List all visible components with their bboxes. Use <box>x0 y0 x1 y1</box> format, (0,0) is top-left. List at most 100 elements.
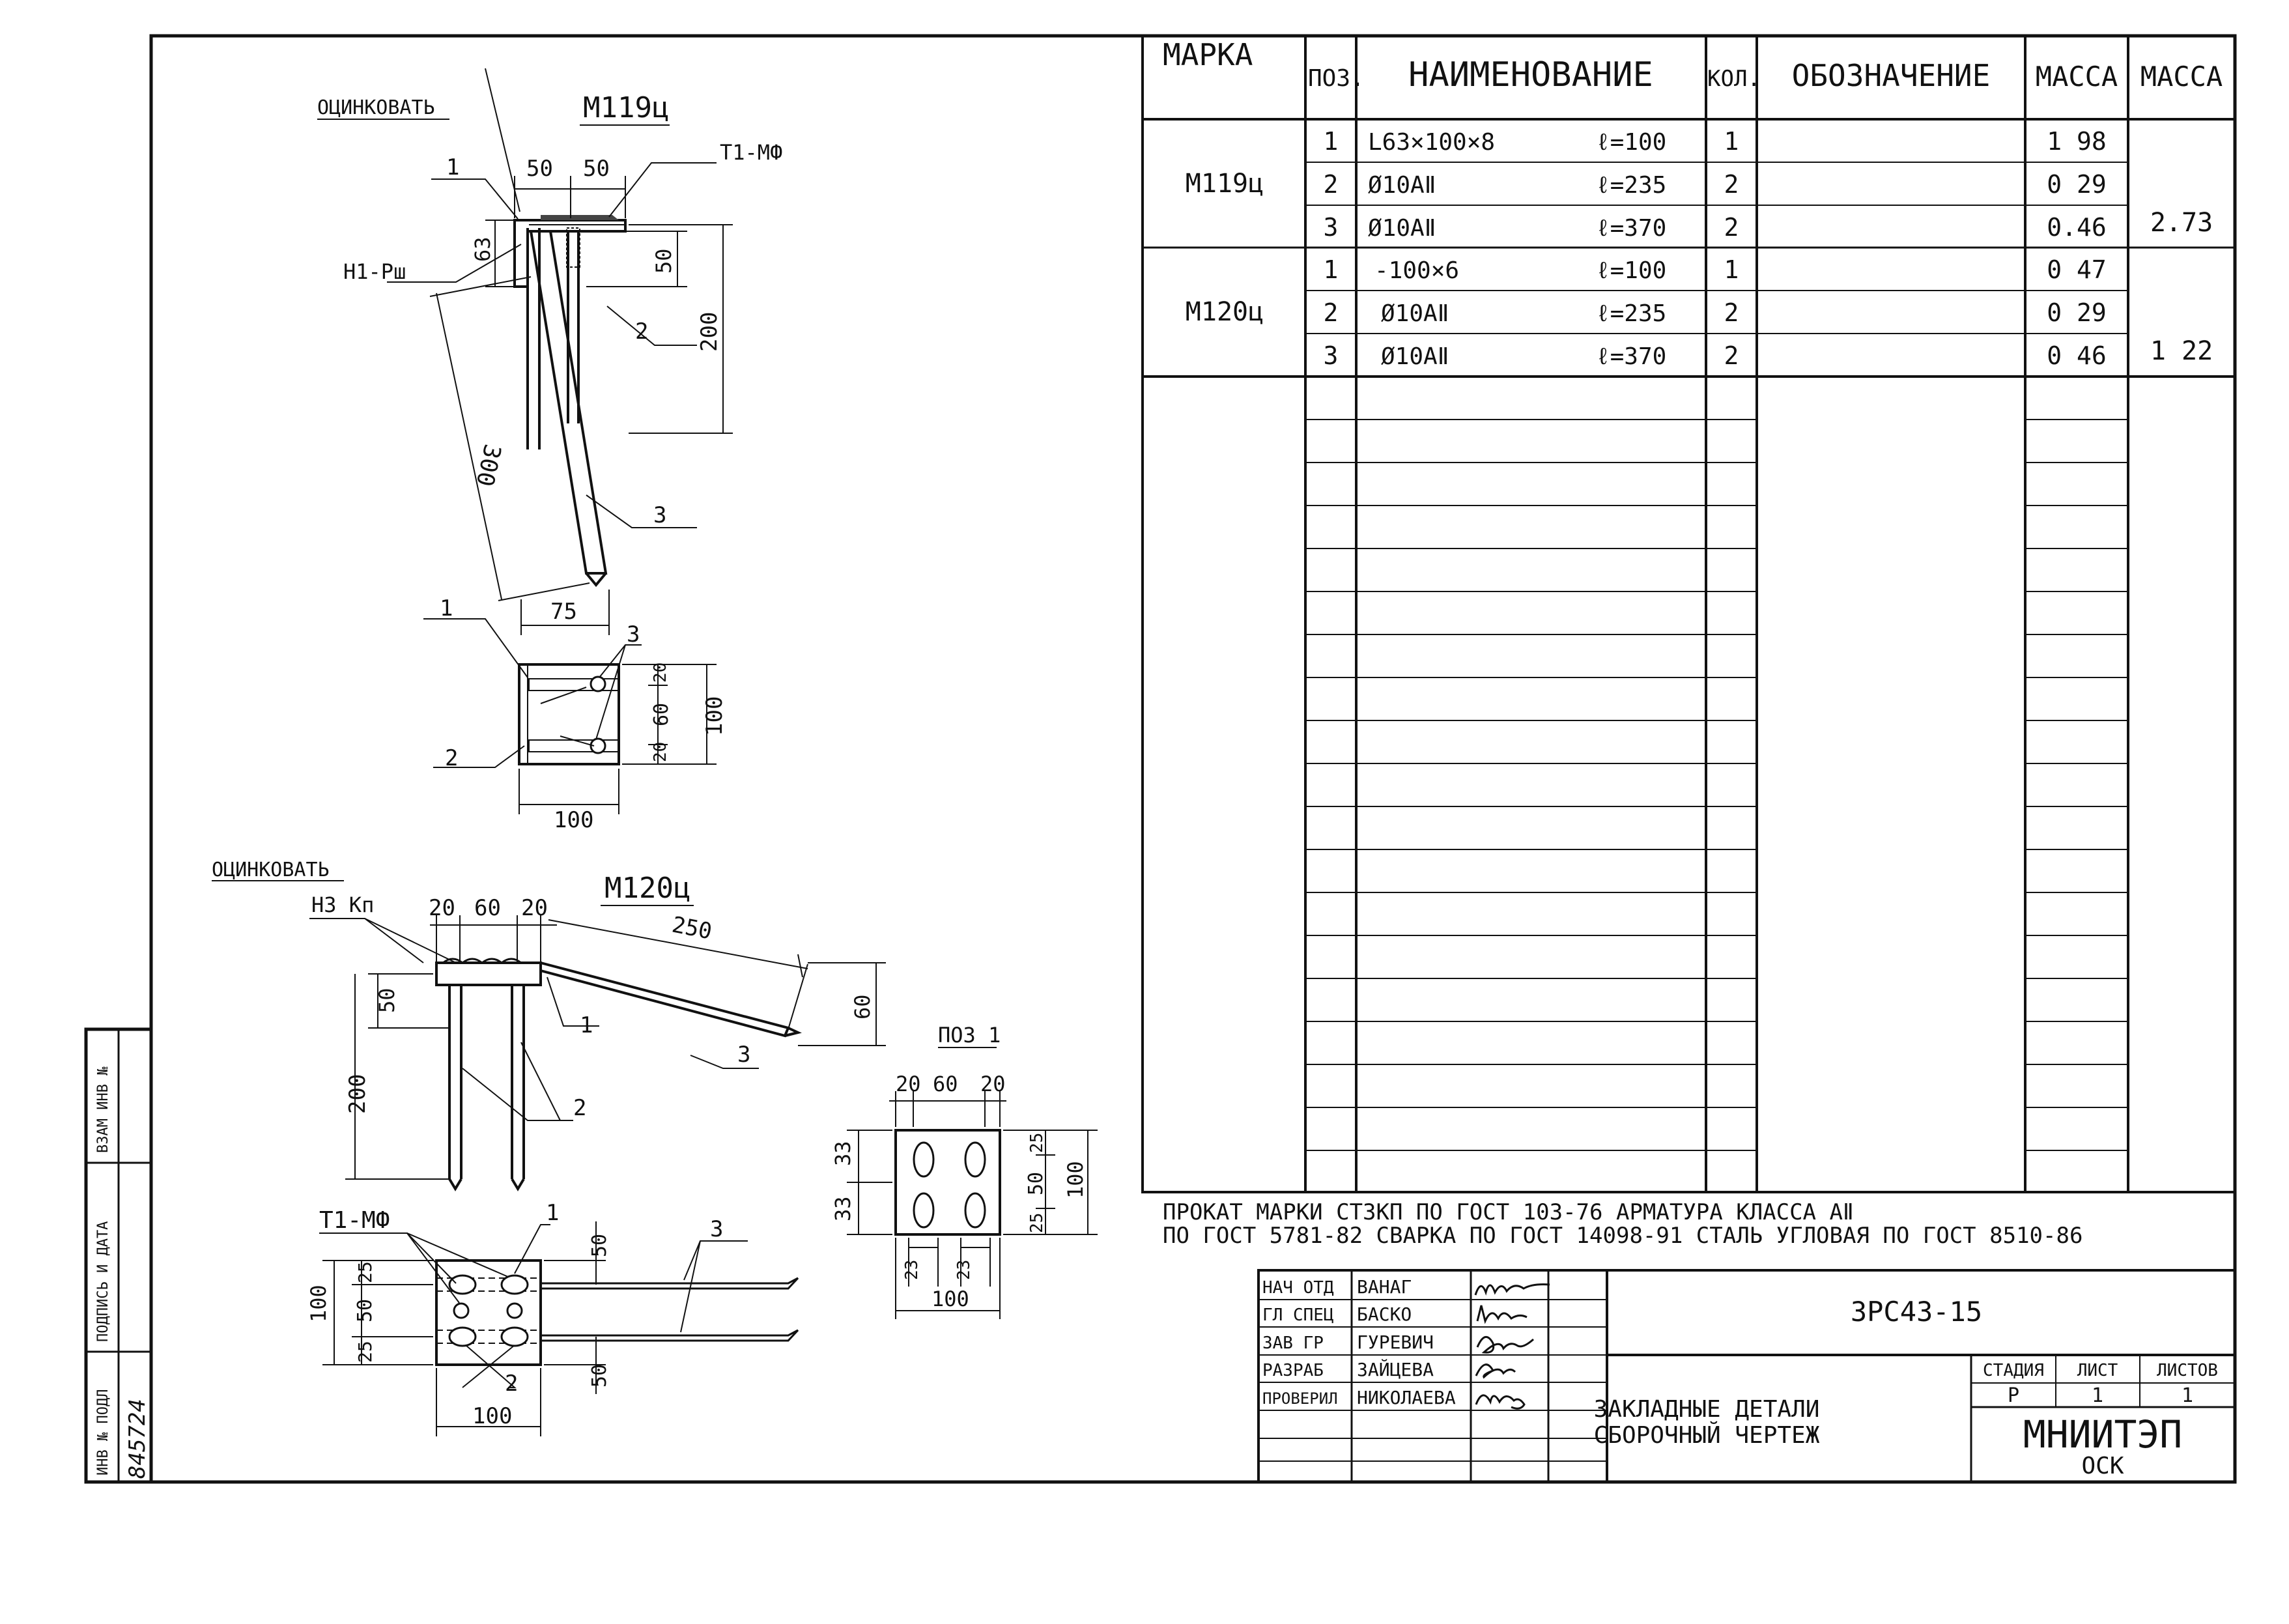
dim-50-mid: 50 <box>354 1299 377 1322</box>
spec-group-m119: М119ц 2.73 1 L63×100×8 ℓ=100 1 1 98 2 Ø1… <box>1186 127 2213 242</box>
dim-60: 60 <box>933 1072 958 1096</box>
sheet-label: ЛИСТ <box>2077 1361 2118 1380</box>
name-cell: Ø10АⅡ <box>1381 300 1449 327</box>
poz-cell: 2 <box>1324 170 1339 199</box>
dim-60: 60 <box>474 895 501 921</box>
sheet-frame <box>84 34 2237 1484</box>
stage-label: СТАДИЯ <box>1983 1361 2044 1380</box>
dim-20-b: 20 <box>521 895 548 921</box>
header-marka: МАРКА <box>1163 37 1253 72</box>
poz-cell: 2 <box>1324 298 1339 327</box>
pos-1-plan: 1 <box>440 595 453 621</box>
pos-2: 2 <box>573 1095 586 1121</box>
dim-50-vertical: 50 <box>651 248 676 274</box>
name-cell: Ø10АⅡ <box>1368 215 1436 242</box>
length-cell: ℓ=100 <box>1596 257 1666 284</box>
header-poz: ПОЗ. <box>1308 65 1365 92</box>
mass-cell: 1 98 <box>2047 127 2107 156</box>
note-line-2: ПО ГОСТ 5781-82 СВАРКА ПО ГОСТ 14098-91 … <box>1163 1223 2083 1249</box>
signatures <box>1474 1283 1550 1410</box>
dim-33-top: 33 <box>831 1141 855 1166</box>
spec-group-m120: М120ц 1 22 1 -100×6 ℓ=100 1 0 47 2 Ø10АⅡ… <box>1186 255 2213 370</box>
mass-cell: 0 46 <box>2047 341 2107 370</box>
name-cell: L63×100×8 <box>1368 129 1495 156</box>
dim-20-top: 20 <box>651 662 670 683</box>
length-cell: ℓ=235 <box>1596 300 1666 327</box>
marka-cell: М120ц <box>1186 297 1264 327</box>
side-inv-number: 845724 <box>124 1399 150 1479</box>
pos-3-plan: 3 <box>710 1216 723 1242</box>
dim-200: 200 <box>696 312 722 352</box>
dim-100-left: 100 <box>306 1285 331 1322</box>
dim-100-vertical: 100 <box>702 696 728 736</box>
side-inv-podl-label: ИНВ № ПОДЛ <box>95 1389 111 1475</box>
dim-60: 60 <box>650 703 673 726</box>
drawing-code: 3РС43-15 <box>1851 1296 1982 1328</box>
organization: МНИИТЭП <box>2023 1412 2182 1457</box>
pos-1: 1 <box>580 1012 593 1038</box>
kol-cell: 2 <box>1724 213 1739 242</box>
header-designation: ОБОЗНАЧЕНИЕ <box>1792 58 1991 93</box>
dim-63: 63 <box>470 236 495 262</box>
stamp-role: ПРОВЕРИЛ <box>1262 1389 1338 1408</box>
sheets-value: 1 <box>2182 1384 2193 1407</box>
mass-cell: 0 29 <box>2047 170 2107 199</box>
title-block: НАЧ ОТД ВАНАГ ГЛ СПЕЦ БАСКО ЗАВ ГР ГУРЕВ… <box>1257 1269 2236 1483</box>
side-sign-date-label: ПОДПИСЬ И ДАТА <box>95 1221 111 1342</box>
pos-2: 2 <box>635 319 648 345</box>
table-row: 1 L63×100×8 ℓ=100 1 1 98 <box>1324 127 2107 156</box>
dim-20-bottom: 20 <box>651 742 670 762</box>
header-mass-2: МАССА <box>2140 61 2223 93</box>
dim-23-right: 23 <box>954 1260 974 1280</box>
pos-3-plan: 3 <box>627 621 640 648</box>
dim-50-left: 50 <box>526 156 553 182</box>
stage-value: Р <box>2008 1384 2019 1407</box>
pos-1: 1 <box>446 154 459 180</box>
dim-20-b: 20 <box>980 1072 1006 1096</box>
mass-cell: 0 29 <box>2047 298 2107 327</box>
stamp-name: ЗАЙЦЕВА <box>1357 1358 1434 1380</box>
weld-label-right: Т1-МФ <box>720 140 782 165</box>
drawing-title-line-1: ЗАКЛАДНЫЕ ДЕТАЛИ <box>1594 1396 1820 1423</box>
length-cell: ℓ=235 <box>1596 172 1666 199</box>
detail-m119: ОЦИНКОВАТЬ М119ц <box>317 68 782 833</box>
dim-50-bottom: 50 <box>588 1364 611 1388</box>
length-cell: ℓ=370 <box>1596 215 1666 242</box>
length-cell: ℓ=370 <box>1596 343 1666 370</box>
weld-label-plan: Т1-МФ <box>319 1207 390 1234</box>
table-row: 3 Ø10АⅡ ℓ=370 2 0 46 <box>1324 341 2107 370</box>
name-cell: Ø10АⅡ <box>1381 343 1449 370</box>
dim-50-top: 50 <box>588 1234 611 1257</box>
dim-20-a: 20 <box>429 895 455 921</box>
weld-label-left: Н1-Рш <box>343 259 406 284</box>
kol-cell: 2 <box>1724 170 1739 199</box>
total-mass-cell: 2.73 <box>2150 208 2213 238</box>
dim-250: 250 <box>670 912 714 945</box>
side-vzam-inv-label: ВЗАМ ИНВ № <box>95 1067 111 1153</box>
poz-cell: 3 <box>1324 213 1339 242</box>
poz-cell: 3 <box>1324 341 1339 370</box>
poz-cell: 1 <box>1324 255 1339 284</box>
detail-mark: М120ц <box>604 872 690 905</box>
pos-3: 3 <box>737 1042 750 1068</box>
name-cell: Ø10АⅡ <box>1368 172 1436 199</box>
detail-mark: М119ц <box>583 91 669 124</box>
kol-cell: 1 <box>1724 127 1739 156</box>
table-row: 2 Ø10АⅡ ℓ=235 2 0 29 <box>1324 298 2107 327</box>
dim-25-top: 25 <box>354 1261 376 1283</box>
weld-label: Н3 Кп <box>311 892 374 917</box>
notes: ПРОКАТ МАРКИ СТ3КП ПО ГОСТ 103-76 АРМАТУ… <box>1163 1199 2083 1249</box>
pos-2-plan: 2 <box>445 745 458 771</box>
sheets-label: ЛИСТОВ <box>2157 1361 2218 1380</box>
mass-cell: 0.46 <box>2047 213 2107 242</box>
detail-m120: ОЦИНКОВАТЬ М120ц <box>212 859 886 1436</box>
dim-25-top: 25 <box>1027 1133 1047 1153</box>
pos-1-plan: 1 <box>546 1200 559 1226</box>
dim-100-bottom: 100 <box>472 1403 512 1429</box>
dim-200: 200 <box>345 1074 371 1114</box>
detail-title: ПОЗ 1 <box>938 1023 1001 1047</box>
dim-50: 50 <box>375 988 399 1013</box>
header-mass-1: МАССА <box>2036 61 2118 93</box>
pos-3: 3 <box>653 502 666 528</box>
